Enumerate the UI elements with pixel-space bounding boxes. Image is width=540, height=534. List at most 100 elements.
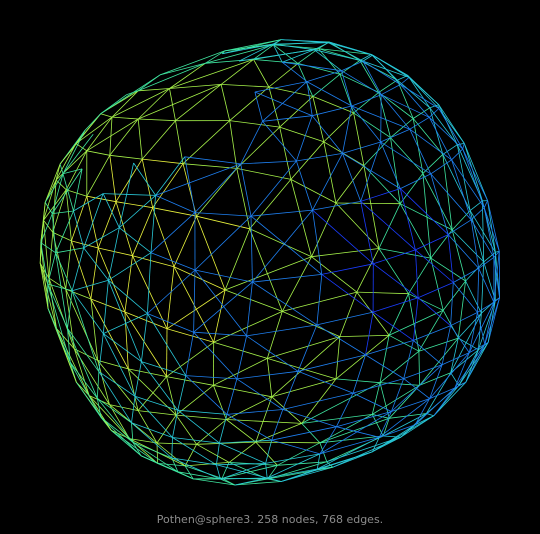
graph-edge: [157, 463, 186, 467]
graph-edge: [319, 411, 392, 455]
graph-edge: [119, 195, 156, 228]
graph-edge: [470, 219, 495, 258]
graph-edge: [429, 104, 439, 109]
graph-edge: [447, 219, 472, 235]
graph-edge: [341, 70, 353, 107]
graph-edge: [342, 141, 381, 154]
graph-edge: [62, 173, 74, 212]
graph-edge: [55, 252, 68, 329]
graph-edge: [71, 247, 85, 291]
graph-edge: [90, 247, 99, 300]
graph-edge: [271, 439, 321, 455]
graph-edge: [378, 203, 401, 249]
graph-edge: [282, 61, 342, 72]
graph-edge: [97, 397, 132, 424]
graph-edge: [487, 200, 500, 252]
graph-edge: [389, 413, 427, 419]
graph-edge: [236, 168, 251, 229]
graph-edge: [47, 252, 57, 285]
graph-edge: [360, 141, 382, 202]
graph-edge: [312, 96, 325, 142]
graph-edge: [352, 392, 392, 412]
graph-edge: [372, 54, 410, 78]
graph-edge: [453, 268, 479, 283]
graph-edge: [159, 62, 206, 76]
graph-edge: [458, 337, 479, 351]
graph-edge: [253, 59, 298, 64]
graph-edge: [430, 258, 444, 311]
graph-edge: [131, 422, 173, 459]
graph-edge: [141, 361, 186, 376]
graph-edge: [268, 63, 299, 88]
graph-edge: [119, 227, 152, 254]
graph-edge: [483, 207, 495, 258]
graph-edge: [226, 419, 302, 424]
graph-edge: [297, 370, 354, 394]
graph-edge: [234, 481, 282, 486]
graph-edge: [332, 436, 402, 468]
graph-edge: [73, 348, 90, 396]
graph-edge: [390, 137, 424, 174]
graph-edge: [450, 372, 460, 386]
graph-edge: [356, 291, 409, 295]
graph-edge: [281, 256, 312, 312]
graph-edge: [216, 464, 268, 479]
graph-edge: [196, 419, 227, 445]
graph-edge: [224, 289, 283, 312]
graph-edge: [430, 173, 472, 221]
graph-edge: [90, 298, 126, 313]
graph-edge: [249, 228, 312, 258]
graph-edge: [454, 352, 470, 389]
graph-edge: [362, 54, 373, 62]
graph-edge: [442, 154, 453, 230]
graph-edge: [323, 141, 365, 166]
graph-edge: [328, 41, 373, 56]
graph-edge: [182, 163, 237, 169]
graph-edge: [428, 117, 452, 160]
graph-edge: [493, 251, 500, 258]
graph-edge: [65, 288, 92, 300]
graph-edge: [175, 384, 214, 416]
graph-edge: [272, 39, 282, 45]
graph-edge: [296, 160, 313, 211]
graph-edge: [132, 441, 172, 459]
graph-edge: [470, 207, 485, 221]
graph-edge: [493, 297, 500, 303]
graph-edge: [177, 471, 221, 480]
graph-edge: [396, 79, 414, 119]
graph-edge: [442, 144, 458, 155]
graph-edge: [326, 461, 333, 468]
graph-edge: [363, 165, 380, 249]
graph-edge: [400, 188, 449, 235]
graph-edge: [282, 392, 354, 410]
graph-edge: [196, 441, 256, 445]
graph-edge: [193, 478, 235, 486]
graph-edge: [319, 435, 384, 444]
graph-edge: [138, 118, 176, 122]
graph-edge: [391, 398, 430, 412]
graph-edge: [441, 352, 470, 366]
graph-edge: [409, 128, 452, 161]
graph-edge: [43, 220, 50, 278]
graph-edge: [194, 212, 252, 217]
graph-edge: [134, 361, 142, 397]
graph-edge: [418, 337, 459, 352]
graph-edge: [418, 351, 420, 386]
graph-edge: [372, 437, 380, 452]
graph-edge: [141, 361, 179, 411]
graph-edge: [429, 387, 455, 399]
graph-edge: [246, 335, 299, 372]
graph-edge: [132, 255, 175, 268]
graph-edge: [381, 94, 430, 118]
graph-edge: [272, 43, 283, 63]
graph-edge: [465, 261, 484, 282]
graph-edge: [219, 414, 228, 444]
graph-edge: [481, 261, 485, 314]
graph-edge: [159, 50, 225, 76]
graph-edge: [185, 462, 230, 467]
graph-edge: [339, 334, 390, 337]
graph-edge: [312, 210, 323, 275]
graph-edge: [171, 457, 217, 466]
graph-edge: [205, 50, 225, 64]
graph-edge: [408, 293, 420, 352]
